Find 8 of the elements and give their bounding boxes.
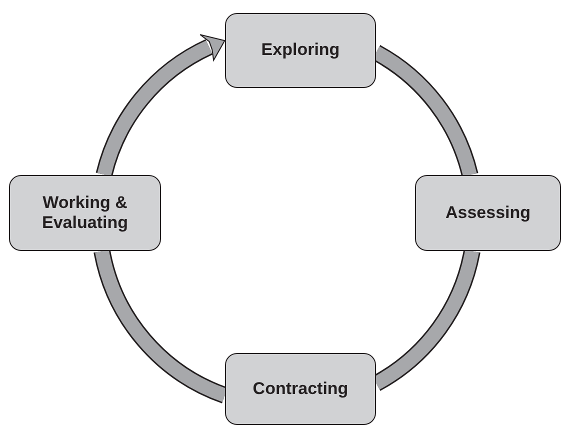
stage-box (9, 175, 161, 251)
stage-box (225, 353, 376, 425)
stage-label: Working & Evaluating (41, 192, 129, 234)
stage-box (225, 13, 376, 88)
stage-label: Exploring (261, 40, 340, 61)
stage-box (415, 175, 561, 251)
stage-label: Assessing (445, 202, 531, 224)
stage-label: Contracting (252, 378, 348, 400)
